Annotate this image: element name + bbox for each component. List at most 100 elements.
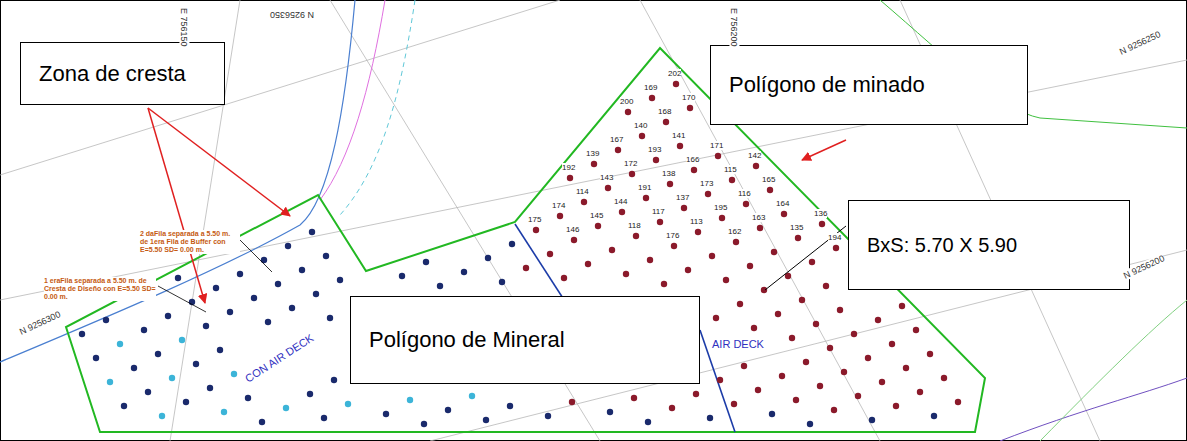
- callout-text: Polígono de Mineral: [369, 327, 565, 353]
- callout-text: BxS: 5.70 X 5.90: [867, 234, 1017, 257]
- blast-hole: [557, 213, 563, 219]
- hole-number: 142: [748, 151, 761, 160]
- blast-hole: [337, 277, 343, 283]
- blast-hole: [275, 281, 281, 287]
- blast-hole: [313, 291, 319, 297]
- blast-hole: [639, 133, 645, 139]
- blast-hole: [913, 327, 919, 333]
- blast-hole: [421, 421, 427, 427]
- blast-hole: [767, 187, 773, 193]
- coordinate-label: N 9256250: [1118, 29, 1162, 57]
- callout-text: Polígono de minado: [729, 72, 925, 98]
- blast-hole: [547, 251, 553, 257]
- blast-hole: [789, 335, 795, 341]
- hole-number: 176: [666, 231, 679, 240]
- hole-number: 167: [610, 135, 623, 144]
- blast-hole: [709, 253, 715, 259]
- blast-hole: [569, 399, 575, 405]
- hole-number: 174: [552, 201, 565, 210]
- leader-line: [765, 226, 846, 290]
- blast-hole: [629, 171, 635, 177]
- blast-holes: [79, 81, 961, 427]
- callout-arrow: [802, 140, 846, 160]
- blast-hole: [345, 401, 351, 407]
- callout-box: Polígono de Mineral: [350, 296, 700, 384]
- blast-hole: [869, 417, 875, 423]
- blast-hole: [107, 379, 113, 385]
- callout-arrow: [148, 108, 205, 303]
- hole-number: 136: [814, 209, 827, 218]
- blast-hole: [813, 321, 819, 327]
- hole-number: 117: [652, 207, 665, 216]
- callout-box: Zona de cresta: [20, 42, 225, 105]
- hole-number: 144: [614, 197, 627, 206]
- blast-hole: [719, 215, 725, 221]
- blast-hole: [681, 205, 687, 211]
- blast-hole: [567, 175, 573, 181]
- blast-hole: [259, 419, 265, 425]
- blast-hole: [717, 377, 723, 383]
- blast-hole: [927, 351, 933, 357]
- hole-number: 194: [828, 233, 841, 242]
- blast-hole: [251, 295, 257, 301]
- blast-hole: [771, 249, 777, 255]
- blast-hole: [779, 373, 785, 379]
- hole-number: 115: [724, 165, 737, 174]
- blast-hole: [687, 105, 693, 111]
- blast-hole: [595, 223, 601, 229]
- blast-hole: [855, 393, 861, 399]
- design-note: 2 daFila separada a 5.50 m. de 1era Fila…: [140, 230, 240, 254]
- blast-hole: [903, 365, 909, 371]
- hole-number: 137: [676, 193, 689, 202]
- blast-hole: [729, 177, 735, 183]
- blast-hole: [713, 315, 719, 321]
- blast-hole: [799, 297, 805, 303]
- hole-number: 191: [638, 183, 651, 192]
- blast-hole: [807, 421, 813, 427]
- hole-number: 195: [714, 203, 727, 212]
- coordinate-label: E 756200: [729, 8, 739, 47]
- blast-hole: [769, 411, 775, 417]
- blast-hole: [203, 323, 209, 329]
- blast-hole: [217, 347, 223, 353]
- blast-hole: [619, 209, 625, 215]
- blast-hole: [747, 263, 753, 269]
- blast-hole: [165, 313, 171, 319]
- hole-number: 168: [658, 107, 671, 116]
- blast-hole: [833, 245, 839, 251]
- blast-hole: [285, 243, 291, 249]
- blast-hole: [615, 147, 621, 153]
- hole-number: 114: [576, 187, 589, 196]
- blast-hole: [841, 369, 847, 375]
- blast-hole: [781, 211, 787, 217]
- hole-number: 116: [738, 189, 751, 198]
- blast-hole: [221, 409, 227, 415]
- coordinate-label: E 756150: [179, 8, 189, 47]
- blast-hole: [931, 413, 937, 419]
- hole-number: 169: [644, 83, 657, 92]
- blast-hole: [383, 411, 389, 417]
- coordinate-label: N 9256350: [270, 10, 314, 20]
- hole-number: 165: [762, 175, 775, 184]
- blast-hole: [753, 163, 759, 169]
- blast-hole: [889, 341, 895, 347]
- blast-hole: [899, 303, 905, 309]
- callout-arrow: [148, 108, 290, 216]
- blast-hole: [809, 259, 815, 265]
- blast-hole: [851, 331, 857, 337]
- blast-hole: [865, 355, 871, 361]
- blast-hole: [445, 407, 451, 413]
- leader-line: [240, 240, 272, 272]
- blast-hole: [751, 325, 757, 331]
- blast-hole: [633, 233, 639, 239]
- blast-hole: [265, 319, 271, 325]
- hole-number: 170: [682, 93, 695, 102]
- blast-hole: [693, 391, 699, 397]
- blast-hole: [103, 317, 109, 323]
- hole-number: 166: [686, 155, 699, 164]
- blast-hole: [795, 235, 801, 241]
- blast-hole: [673, 81, 679, 87]
